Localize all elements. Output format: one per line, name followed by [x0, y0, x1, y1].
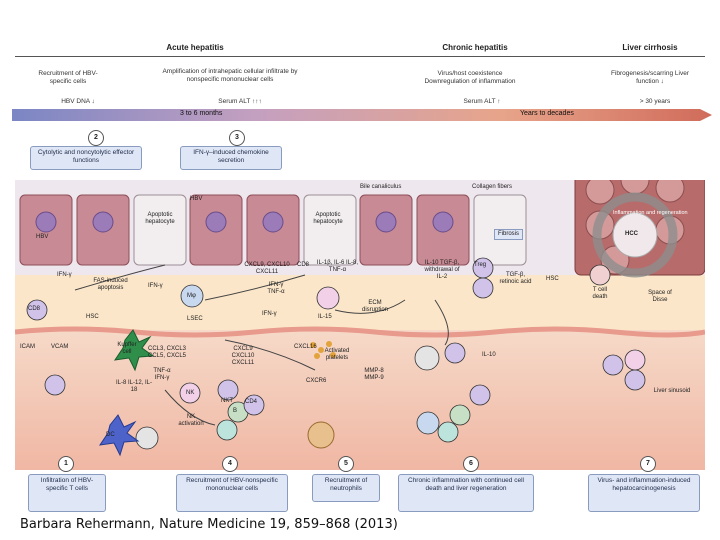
phase-cirrhosis: Liver cirrhosis: [622, 43, 678, 52]
step-3-number: 3: [229, 130, 245, 146]
label-cxcl16: CXCL16: [294, 344, 317, 350]
label-inflammation-ring: Inflammation and regeneration: [613, 210, 688, 216]
box-step-5: Recruitment of neutrophils: [312, 474, 380, 502]
label-liver-sinusoid: Liver sinusoid: [653, 388, 691, 394]
label-hbv-1: HBV: [190, 196, 203, 202]
box-step-1: Infiltration of HBV-specific T cells: [28, 474, 106, 512]
label-tgfb: TGF-β, retinoic acid: [499, 272, 532, 285]
label-b: B: [233, 408, 238, 414]
label-hbv-2: HBV: [36, 234, 49, 240]
box-step-7: Virus- and inflammation-induced hepatoca…: [588, 474, 700, 512]
serum-alt-acute: Serum ALT ↑↑↑: [218, 98, 262, 105]
phase-acute: Acute hepatitis: [166, 43, 224, 52]
phase-chronic: Chronic hepatitis: [442, 43, 508, 52]
box-step-4: Recruitment of HBV-nonspecific mononucle…: [176, 474, 288, 512]
citation: Barbara Rehermann, Nature Medicine 19, 8…: [18, 517, 400, 532]
label-space-disse: Space of Disse: [648, 290, 672, 303]
chronic-detail: Virus/host coexistence Downregulation of…: [424, 70, 516, 85]
label-cd8-2: CD8: [297, 262, 310, 268]
step-6-number: 6: [463, 456, 479, 472]
label-hsc-1: HSC: [86, 314, 99, 320]
label-cd4: CD4: [245, 399, 258, 405]
step-1-number: 1: [58, 456, 74, 472]
label-apoptotic-1: Apoptotic hepatocyte: [145, 212, 175, 225]
label-tnf: IFN-γ TNF-α: [267, 282, 285, 295]
step-7-number: 7: [640, 456, 656, 472]
label-il1b: IL-1β, IL-6 IL-8, TNF-α: [316, 260, 359, 273]
label-dc: DC: [106, 432, 115, 438]
label-il15: IL-15: [318, 314, 332, 320]
serum-alt-chronic: Serum ALT ↑: [463, 98, 501, 105]
step-2-number: 2: [88, 130, 104, 146]
label-vcam: VCAM: [51, 344, 69, 350]
box-step-6: Chronic inflammation with continued cell…: [398, 474, 534, 512]
label-mmp: MMP-8 MMP-9: [364, 368, 384, 381]
label-tnf2: TNF-α IFN-γ: [153, 368, 171, 381]
label-fas: FAS-induced apoptosis: [93, 278, 128, 291]
cirrhosis-detail: Fibrogenesis/scarring Liver function ↓: [610, 70, 690, 85]
label-platelets: Activated platelets: [324, 348, 350, 361]
box-chemokine-secretion: IFN-γ–induced chemokine secretion: [180, 146, 282, 170]
liver-illustration: [15, 180, 705, 470]
label-ifn-g-2: IFN-γ: [148, 283, 163, 289]
label-ccl: CCL3, CXCL3 CCL5, CXCL5: [147, 346, 186, 359]
label-cxcr6: CXCR6: [306, 378, 327, 384]
years-marker: > 30 years: [639, 98, 671, 105]
label-hsc-2: HSC: [546, 276, 559, 282]
label-kupffer: Kupffer cell: [117, 342, 137, 355]
step-5-number: 5: [338, 456, 354, 472]
header-rule: [15, 56, 705, 57]
timeline-long: Years to decades: [520, 110, 574, 117]
timeline-arrow: [12, 109, 712, 121]
label-ifn-g-3: IFN-γ: [262, 311, 277, 317]
label-icam: ICAM: [20, 344, 35, 350]
label-bile-canaliculus: Bile canaliculus: [360, 184, 402, 190]
step-4-number: 4: [222, 456, 238, 472]
label-ifn-g-1: IFN-γ: [57, 272, 72, 278]
label-cxcl9: CXCL9 CXCL10 CXCL11: [231, 346, 255, 366]
label-mphi: Mφ: [187, 293, 196, 299]
label-collagen-fibers: Collagen fibers: [472, 184, 513, 190]
label-t-cell-death: T cell death: [592, 287, 608, 300]
label-il10: IL-10 TGF-β, withdrawal of IL-2: [424, 260, 460, 280]
label-lsec: LSEC: [187, 316, 203, 322]
label-nk: NK: [186, 390, 195, 396]
label-fibrosis: Fibrosis: [494, 229, 524, 240]
hbv-dna-marker: HBV DNA ↓: [61, 98, 95, 105]
label-nk-activation: NK activation: [178, 414, 204, 427]
label-nkt: NKT: [221, 398, 233, 404]
label-treg: Treg: [474, 262, 487, 268]
box-effector-functions: Cytolytic and noncytolytic effector func…: [30, 146, 142, 170]
label-il10b: IL-10: [482, 352, 496, 358]
acute-right-detail: Amplification of intrahepatic cellular i…: [162, 68, 298, 83]
label-cxcl: CXCL9, CXCL10 CXCL11: [244, 262, 290, 275]
label-ecm: ECM disruption: [361, 300, 388, 313]
label-il8: IL-8 IL-12, IL-18: [115, 380, 153, 393]
timeline-short: 3 to 6 months: [180, 110, 223, 117]
label-hcc: HCC: [625, 231, 638, 237]
acute-left-detail: Recruitment of HBV-specific cells: [38, 70, 98, 85]
label-cd8-1: CD8: [28, 306, 41, 312]
label-apoptotic-2: Apoptotic hepatocyte: [313, 212, 343, 225]
